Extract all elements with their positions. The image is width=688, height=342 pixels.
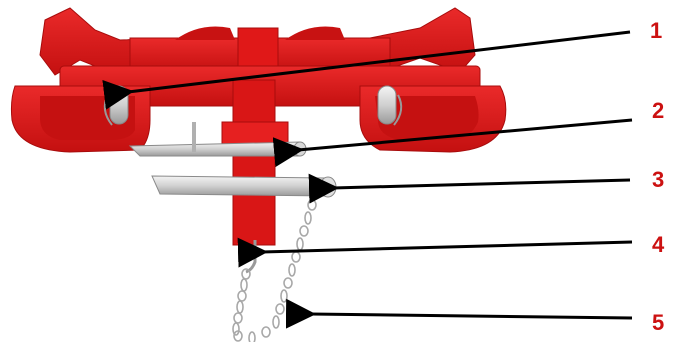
- callout-number-2: 2: [652, 98, 664, 123]
- chain-link: [241, 279, 247, 291]
- center-arch-left: [175, 27, 235, 41]
- arrow-5: [310, 314, 632, 318]
- chain-link: [238, 291, 246, 301]
- chain-link: [237, 301, 243, 313]
- center-arch-right: [285, 27, 345, 41]
- chain-link: [305, 212, 311, 224]
- chain-link: [262, 327, 270, 337]
- red-adapter-frame: [11, 8, 505, 245]
- callout-number-5: 5: [652, 310, 664, 335]
- chain-link: [308, 200, 316, 210]
- callout-number-3: 3: [652, 167, 664, 192]
- lower-pin: [152, 176, 336, 197]
- chain-link: [284, 278, 292, 288]
- callout-numbers: 1 2 3 4 5: [650, 18, 665, 335]
- chain-link: [234, 313, 242, 323]
- chain-link: [273, 316, 279, 328]
- chain-link: [281, 290, 287, 302]
- chain-link: [249, 332, 255, 342]
- arrow-3: [333, 180, 630, 188]
- callout-number-4: 4: [652, 232, 665, 257]
- chain-link: [276, 304, 284, 314]
- arrow-4: [262, 242, 632, 252]
- callout-number-1: 1: [650, 18, 662, 43]
- chain-link: [297, 238, 303, 250]
- chain-link: [289, 264, 295, 276]
- chain-link: [300, 226, 308, 236]
- vertical-stem: [233, 80, 275, 245]
- chain-link: [292, 252, 300, 262]
